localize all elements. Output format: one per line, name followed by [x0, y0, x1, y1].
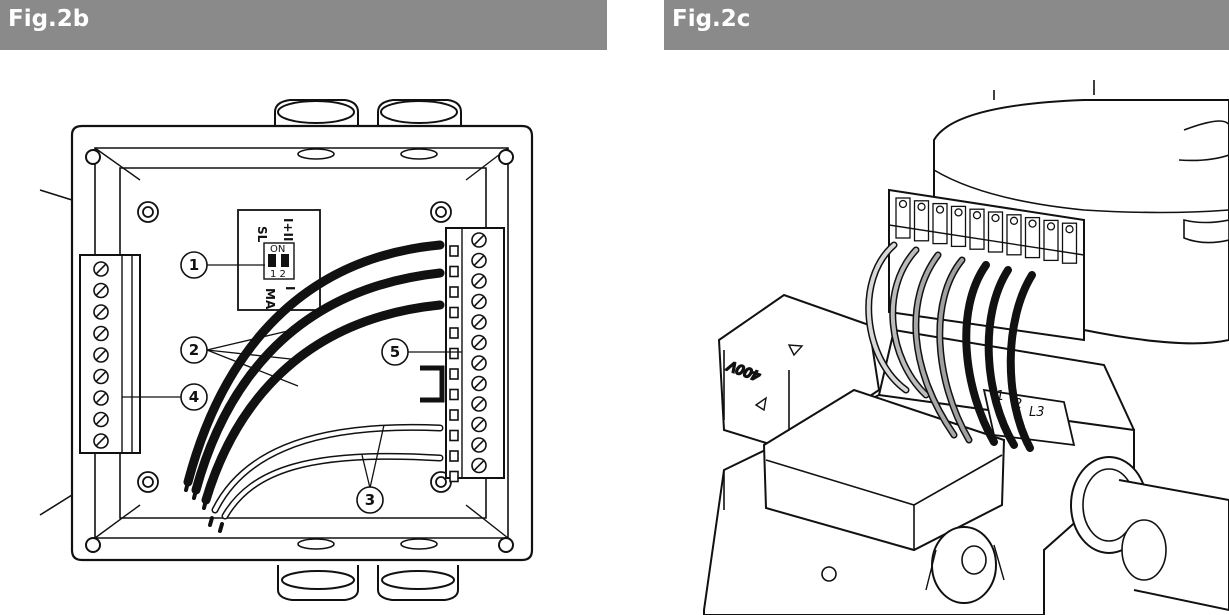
- terminal-screw-left-slot: [95, 328, 107, 339]
- strip-cell-hole: [917, 202, 926, 211]
- callout-5-label: 5: [390, 343, 400, 361]
- figure-2c-drawing: 400V 1 2 L3: [703, 80, 1229, 615]
- strip-cell-hole: [1046, 222, 1056, 231]
- terminal-screw-right-slot: [473, 255, 485, 266]
- terminal-clamp-right: [449, 450, 459, 462]
- strip-cell-hole: [935, 205, 945, 214]
- terminal-screw-left-slot: [95, 263, 107, 275]
- white-wires: [208, 423, 444, 533]
- terminal-label-l3: L3: [1029, 405, 1045, 420]
- terminal-screw-left-slot: [95, 306, 107, 318]
- terminal-screw-right-slot: [473, 460, 485, 471]
- callout-4-label: 4: [189, 388, 199, 406]
- cable-gland-bottom-right: [377, 565, 459, 601]
- callout-3-label: 3: [365, 491, 375, 509]
- dip-switch-panel: SL I+II ON 1 2 MA I: [237, 209, 321, 311]
- terminal-screw-right-slot: [473, 419, 485, 430]
- terminal-clamp-right: [449, 429, 459, 442]
- strip-cell-hole: [1028, 219, 1037, 228]
- terminal-screw-left-slot: [95, 371, 107, 382]
- figure-2c-header: Fig.2c: [664, 0, 1229, 50]
- terminal-clamp-right: [449, 347, 459, 360]
- terminal-screw-right-slot: [473, 439, 485, 451]
- figure-2b-header: Fig.2b: [0, 0, 607, 50]
- terminal-screw-left-slot: [95, 435, 107, 447]
- terminal-clamp-right: [449, 388, 459, 401]
- inner-screws: [137, 201, 452, 493]
- figure-2b-drawing: SL I+II ON 1 2 MA I 1 2: [39, 99, 534, 601]
- callout-4: 4: [180, 383, 208, 411]
- callout-1: 1: [180, 251, 208, 279]
- grey-wires: [865, 241, 973, 444]
- callout-2-label: 2: [189, 341, 199, 359]
- terminal-clamp-right: [449, 306, 459, 319]
- terminal-screw-left-slot: [95, 285, 107, 296]
- terminal-screw-right-slot: [473, 316, 485, 328]
- junction-box-housing: [39, 124, 534, 562]
- black-wires: [183, 240, 445, 510]
- mount-holes: [85, 149, 514, 553]
- dip-label-i-ii: I+II: [281, 218, 295, 241]
- terminal-screw-right-slot: [473, 296, 485, 307]
- terminal-screw-right-slot: [473, 275, 485, 287]
- callout-5: 5: [381, 338, 409, 366]
- dip-label-i: I: [283, 286, 297, 290]
- terminal-clamp-right: [449, 409, 459, 421]
- terminal-clamp-right: [449, 368, 459, 380]
- black-wires-fig-c: [962, 261, 1036, 452]
- terminal-screw-right-slot: [473, 337, 485, 348]
- strip-cell-hole: [991, 213, 1000, 223]
- strip-cell-hole: [954, 208, 963, 217]
- terminal-screw-right-slot: [473, 234, 485, 246]
- callout-3: 3: [356, 486, 384, 514]
- terminal-block-right: [420, 227, 505, 483]
- terminal-screw-right-slot: [473, 398, 485, 410]
- terminal-clamp-right: [449, 265, 459, 278]
- callout-2: 2: [180, 336, 208, 364]
- strip-cell-hole: [1065, 225, 1074, 234]
- terminal-clamp-right: [449, 286, 459, 298]
- dip-label-ma: MA: [263, 288, 277, 310]
- cable-gland: [1070, 456, 1229, 612]
- terminal-clamp-right: [449, 470, 459, 483]
- terminal-screw-left-slot: [95, 349, 107, 361]
- strip-cell-hole: [898, 199, 908, 209]
- dip-label-on: ON: [270, 244, 285, 255]
- capacitor-block: [762, 388, 1006, 552]
- strip-cell-hole: [1009, 216, 1019, 225]
- dip-label-sl: SL: [255, 226, 269, 243]
- callout-1-label: 1: [189, 256, 199, 274]
- figure-2c-title: Fig.2c: [672, 6, 751, 32]
- figure-2b-title: Fig.2b: [8, 6, 90, 32]
- terminal-block-left: [79, 254, 141, 454]
- dip-label-numbers: 1 2: [270, 269, 286, 280]
- terminal-screw-left-slot: [95, 414, 107, 425]
- terminal-screw-right-slot: [473, 357, 485, 369]
- terminal-label-1: 1: [996, 389, 1004, 404]
- strip-cell-hole: [972, 211, 982, 220]
- terminal-screw-left-slot: [95, 392, 107, 404]
- terminal-screw-right-slot: [473, 378, 485, 389]
- terminal-clamp-right: [449, 245, 459, 257]
- terminal-clamp-right: [449, 327, 459, 339]
- cable-gland-bottom-left: [277, 565, 359, 601]
- gland-knob: [925, 526, 1005, 604]
